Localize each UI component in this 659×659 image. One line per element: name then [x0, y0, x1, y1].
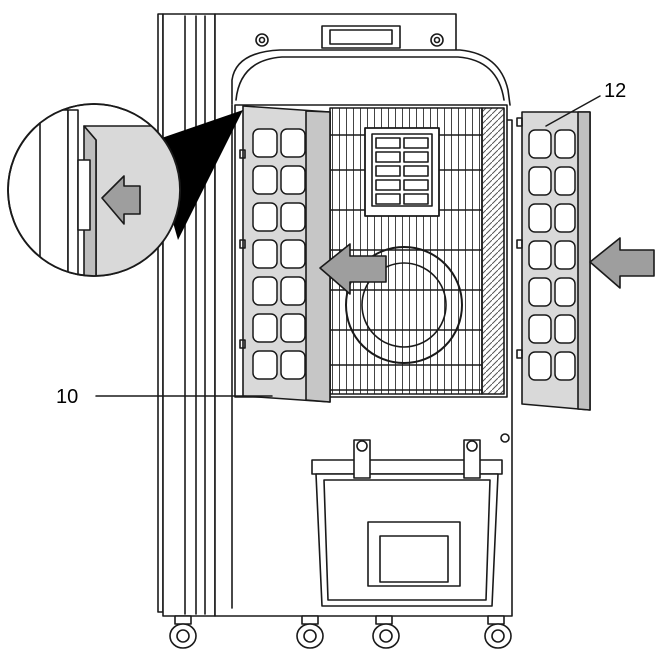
filter-panel-10-cells [252, 128, 306, 380]
arrow-detail-icon [101, 175, 141, 225]
water-tank [311, 439, 503, 607]
arrow-left-insert-icon [319, 243, 387, 295]
filter-panel-10 [239, 105, 331, 403]
control-label-cells [375, 137, 429, 205]
callout-label-10: 10 [56, 386, 78, 408]
callout-label-12: 12 [604, 80, 626, 102]
filter-panel-12 [516, 111, 591, 411]
arrow-right-insert-icon [589, 237, 655, 289]
detail-zoom-callout [7, 103, 243, 277]
callout-12: 12 [545, 80, 626, 127]
filter-panel-12-cells [528, 129, 576, 381]
caster-wheels [169, 615, 512, 649]
callout-10: 10 [56, 386, 273, 408]
